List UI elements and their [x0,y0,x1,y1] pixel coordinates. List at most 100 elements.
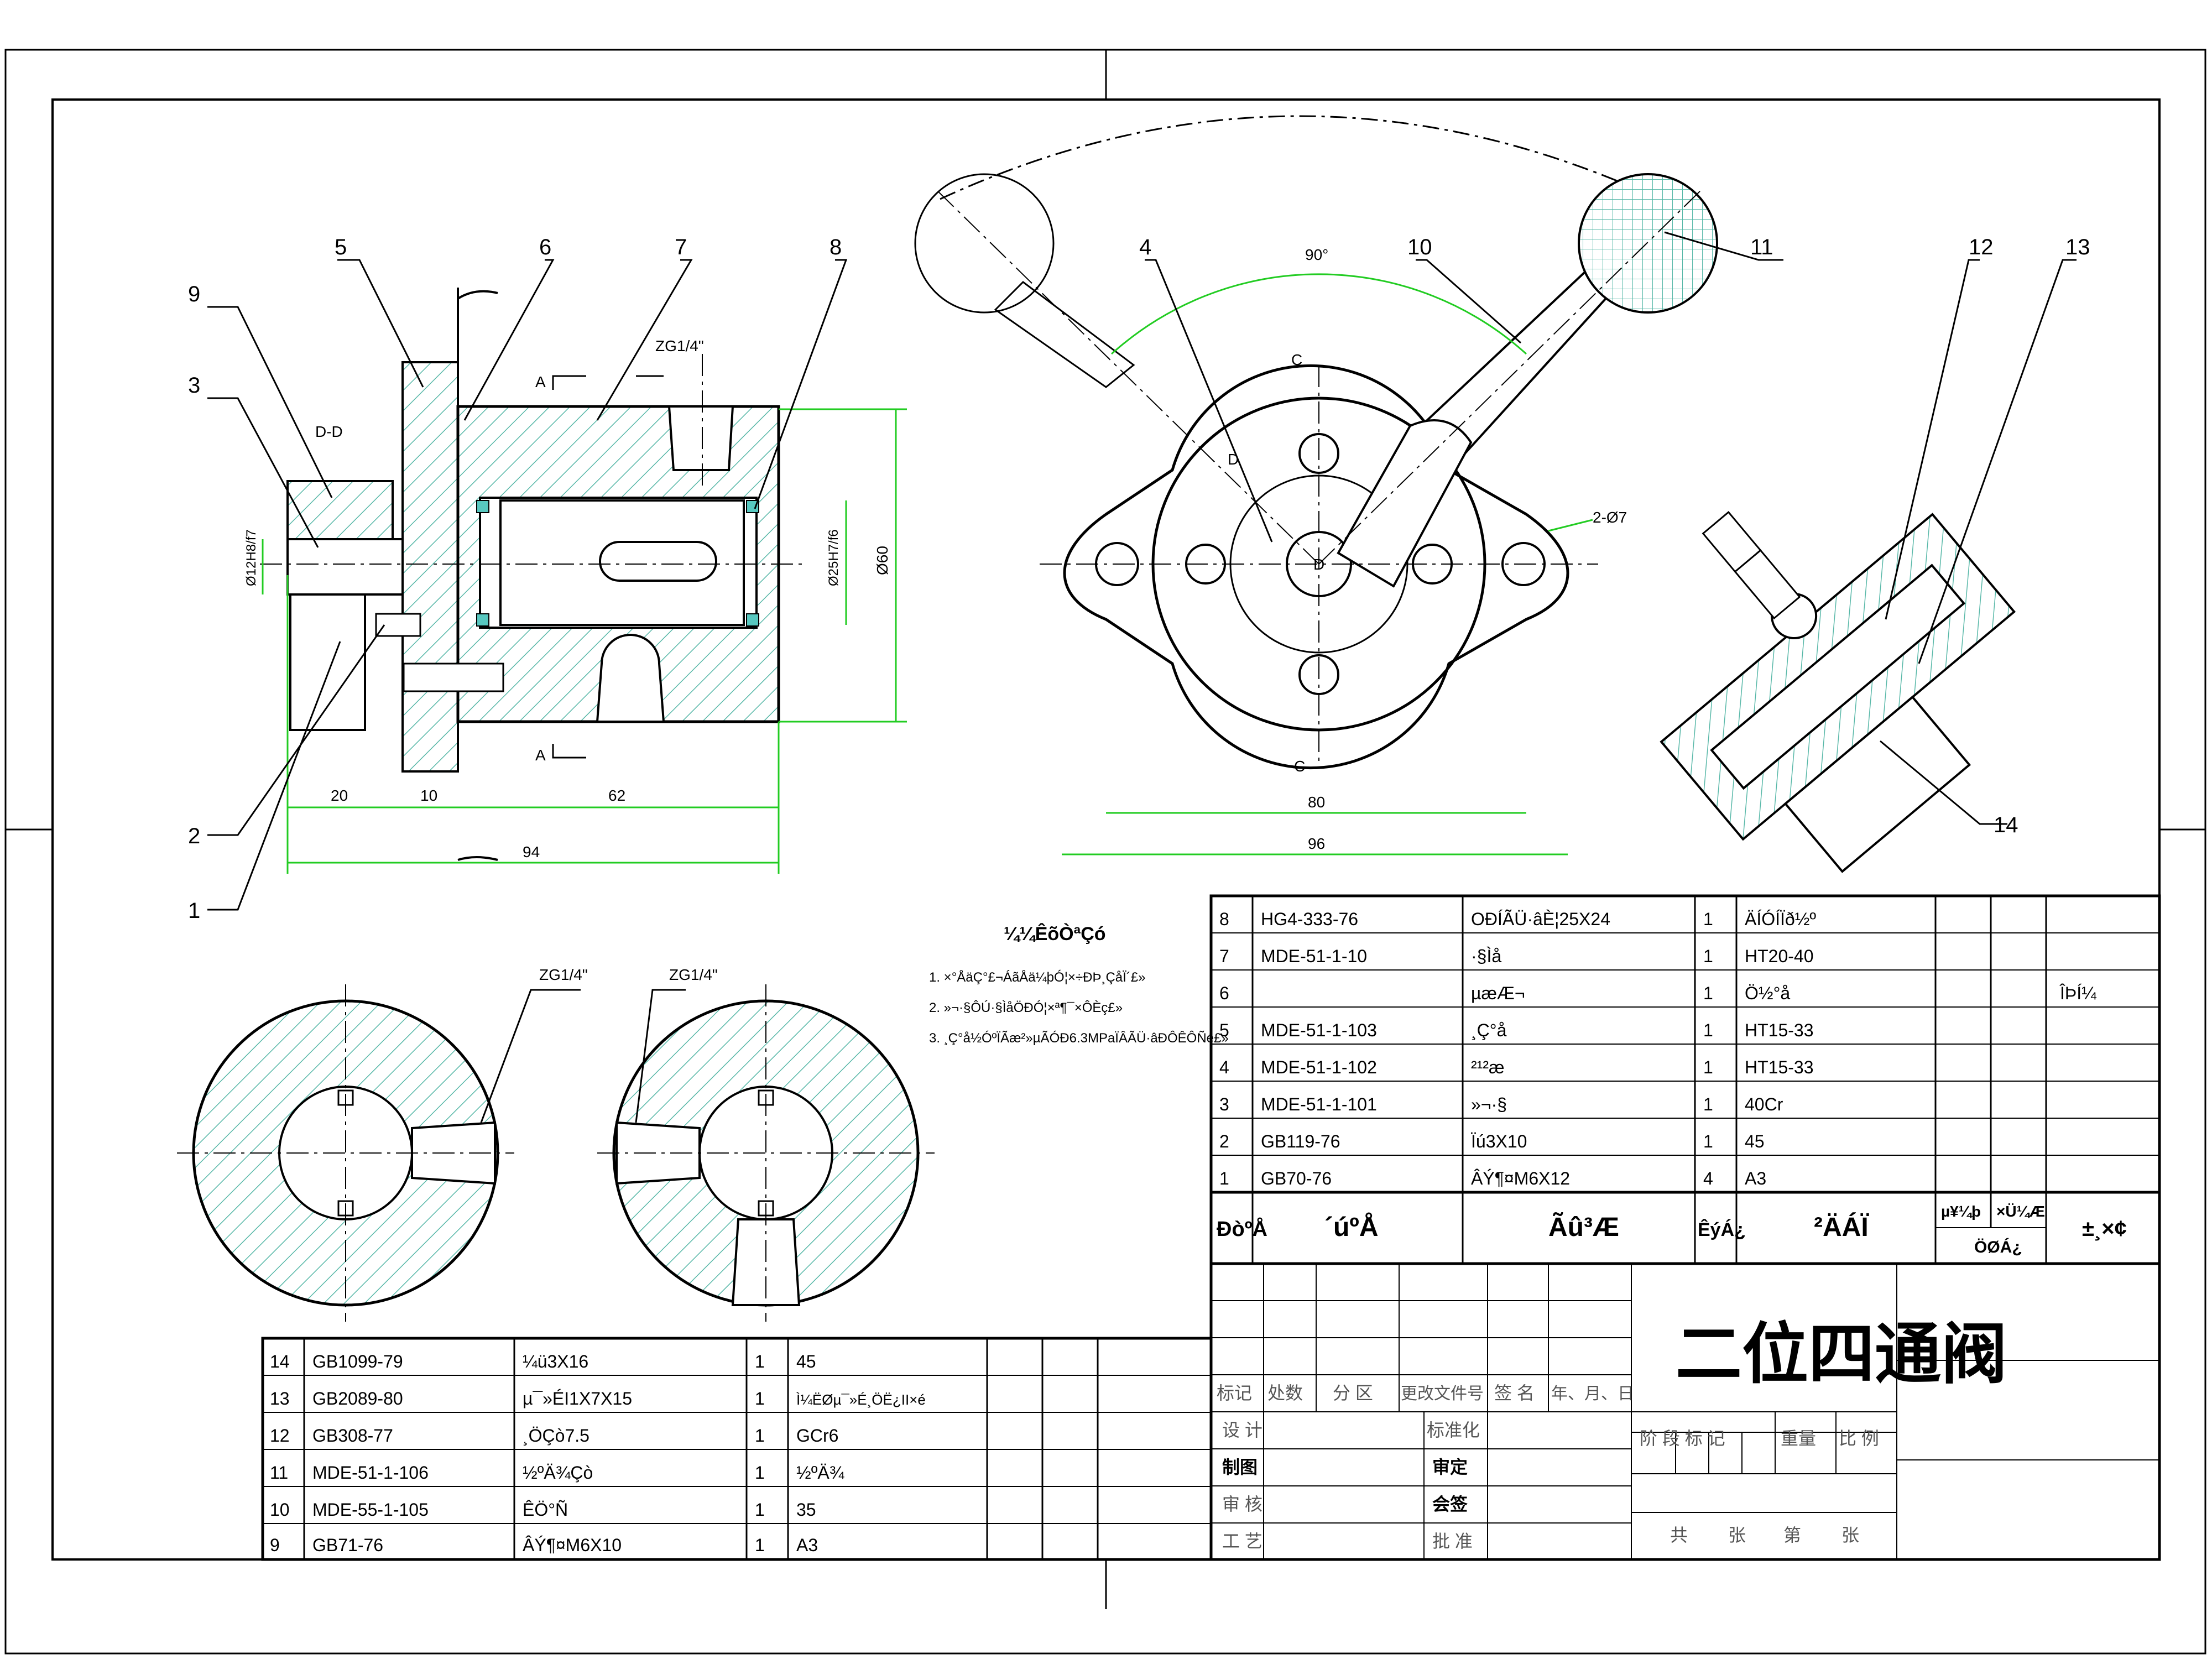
bom-cell: GB71-76 [312,1535,383,1555]
callout-12: 12 [1969,235,1994,259]
callout-7: 7 [675,235,687,259]
top-port [667,405,734,471]
bom-cell: µæÆ¬ [1471,983,1525,1003]
bom-cell: 12 [270,1426,290,1446]
rev-header: 处数 [1267,1383,1303,1403]
bom-cell: 5 [1219,1020,1229,1040]
bom-cell: ÎÞÍ¼ [2059,983,2097,1003]
section-port-labels: ZG1/4" ZG1/4" [539,966,718,983]
bom-cell: 35 [796,1500,816,1520]
callout-leaders [207,231,2077,911]
front-dim-labels: 20 10 62 94 Ø60 Ø25H7/f6 Ø12H8/f7 [244,529,891,860]
callout-10: 10 [1407,235,1432,259]
handle-knob [1578,173,1718,314]
rev-header: 签 名 [1494,1383,1535,1403]
bom-cell: Ì¼ËØµ¯»É¸ÖË¿II×é [796,1391,926,1408]
section-a-top-label: A [535,373,546,390]
tech-req-heading: ¼¼ÊõÒªÇó [1004,924,1106,945]
rev-header: 标记 [1217,1383,1252,1403]
stage-label: 比 例 [1839,1428,1879,1448]
bom-cell: 40Cr [1745,1094,1783,1114]
bom-cell: 1 [1703,909,1713,929]
bom-cell: 1 [755,1426,765,1446]
bom-cell: 1 [1703,983,1713,1003]
title-block-grid [1209,1262,2161,1561]
bom-upper-table [1209,894,2161,1265]
bom-upper-text: 8 HG4-333-76 OÐÍÃÜ·âÈ¦25X24 1 ÄÍÓÍÏð½º 7… [1217,909,2127,1256]
dim-dia60: Ø60 [874,546,891,575]
dim-20: 20 [331,787,348,804]
o-ring-seal [746,613,759,627]
section-c-bottom-label: C [1294,758,1305,775]
bom-cell: 4 [1219,1057,1229,1077]
dim-holes: 2-Ø7 [1593,509,1627,526]
bom-cell: 1 [1219,1168,1229,1188]
bom-header: ÖØÁ¿ [1974,1238,2022,1256]
top-view [914,115,1718,770]
spool-groove [599,541,717,582]
bom-cell: Ö½°å [1745,983,1790,1003]
screw [403,662,504,692]
bom-cell: 1 [755,1389,765,1408]
bom-cell: Ïú3X10 [1471,1131,1527,1151]
rev-header: 分 区 [1333,1383,1373,1403]
bom-cell: MDE-51-1-102 [1261,1057,1377,1077]
approval-label: 标准化 [1427,1420,1480,1440]
front-view-labels: A A D-D ZG1/4" [315,337,704,764]
bom-cell: ·§Ìå [1471,946,1501,966]
approval-label: 会签 [1432,1494,1468,1514]
bom-cell: HT15-33 [1745,1057,1814,1077]
bom-cell: ÊÖ°Ñ [523,1500,568,1520]
set-screw [1702,511,1762,573]
callout-1: 1 [188,899,200,923]
bom-cell: 3 [1219,1094,1229,1114]
o-ring-seal [476,500,489,513]
bom-cell: ½ºÄ¾Çò [523,1463,593,1483]
wall-break [457,290,498,861]
bom-header: Ãû³Æ [1548,1212,1619,1242]
bom-cell: 1 [1703,946,1713,966]
bom-cell: GB70-76 [1261,1168,1332,1188]
bom-cell: MDE-51-1-106 [312,1463,429,1483]
tech-req-item: 3. ¸Ç°å½ÓºÏÃæ²»µÃÓÐ6.3MPaÏÂÃÜ·âÐÔÊÔÑé£» [929,1030,1229,1046]
bom-cell: GB1099-79 [312,1352,403,1371]
dim-96: 96 [1308,835,1325,852]
bom-cell: 4 [1703,1168,1713,1188]
bom-cell: GCr6 [796,1426,838,1446]
bom-cell: 14 [270,1352,290,1371]
bom-cell: ÂÝ¶¤M6X12 [1471,1168,1570,1188]
bom-cell: 1 [1703,1020,1713,1040]
tech-req-item: 1. ×°ÅäÇ°£¬ÁãÅä¼þÓ¦×÷ÐÞ¸ÇåÏ´£» [929,969,1145,985]
top-view-labels: 80 96 90° 2-Ø7 C C D D [1228,246,1627,852]
bom-cell: 13 [270,1389,290,1408]
top-view-dimensions [1062,273,1593,855]
phantom-knob [914,173,1055,314]
bom-cell: HT15-33 [1745,1020,1814,1040]
bom-cell: 1 [755,1535,765,1555]
bom-header: ´úºÅ [1324,1212,1379,1242]
callout-2: 2 [188,824,200,848]
bom-cell: ÄÍÓÍÏð½º [1745,909,1816,929]
callout-6: 6 [539,235,551,259]
bom-cell: 45 [796,1352,816,1371]
bom-cell: HT20-40 [1745,946,1814,966]
port-label: ZG1/4" [539,966,588,983]
section-arrows [552,375,664,759]
sheet-label: 共 [1670,1525,1688,1545]
port-label: ZG1/4" [655,337,704,354]
centerline [1318,187,1704,565]
bom-cell: 1 [1703,1131,1713,1151]
bom-header: µ¥¼þ [1941,1203,1981,1220]
bottom-port [596,634,665,723]
zone-ticks [6,50,2205,1609]
bom-header: ÐòºÅ [1217,1217,1267,1241]
bom-cell: A3 [1745,1168,1766,1188]
bom-cell: MDE-51-1-101 [1261,1094,1377,1114]
callout-4: 4 [1139,235,1151,259]
rev-header: 更改文件号 [1401,1385,1484,1403]
bom-cell: µ¯»ÉI1X7X15 [523,1389,632,1408]
bom-cell: 45 [1745,1131,1765,1151]
bom-cell: 1 [1703,1094,1713,1114]
o-ring-seal [746,500,759,513]
